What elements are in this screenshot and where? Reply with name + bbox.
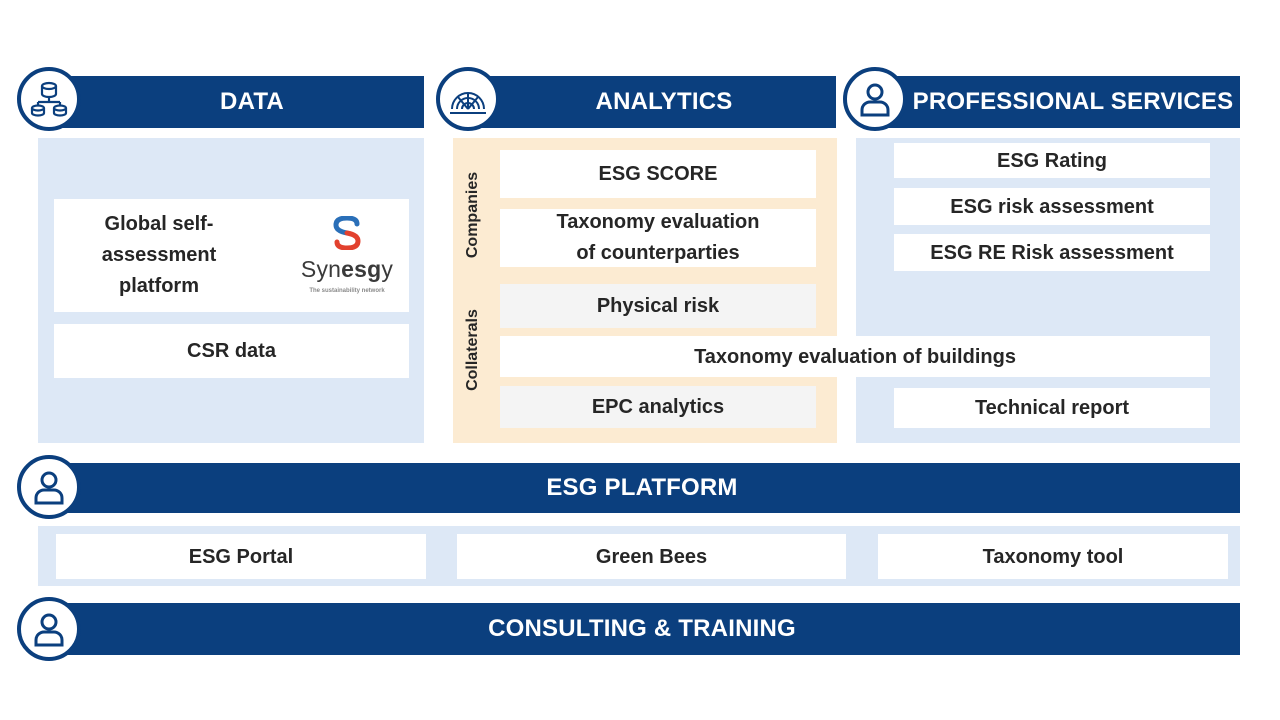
services-header-bar: PROFESSIONAL SERVICES [866,76,1240,128]
esg-rating-label: ESG Rating [996,149,1107,172]
data-header-circle [17,67,81,131]
esg-rating-box: ESG Rating [894,143,1210,178]
synesgy-s-icon [333,216,361,251]
taxonomy-counterparties-box: Taxonomy evaluation of counterparties [500,209,816,267]
platform-circle [17,455,81,519]
self-assessment-label: Global self- assessment platform [101,213,217,297]
consulting-circle [17,597,81,661]
collaterals-label: Collaterals [464,309,481,391]
epc-analytics-box: EPC analytics [500,386,816,428]
services-header-circle [843,67,907,131]
person-icon [34,613,64,647]
database-icon [30,81,68,117]
taxonomy-counterparties-label: Taxonomy evaluation of counterparties [556,211,760,264]
synesgy-tagline: The sustainability network [309,287,385,294]
esg-risk-assessment-box: ESG risk assessment [894,188,1210,225]
person-icon [860,83,890,117]
platform-bar: ESG PLATFORM [44,463,1240,513]
technical-report-label: Technical report [974,397,1130,419]
rainbow-chart-icon [450,92,486,114]
green-bees-box: Green Bees [457,534,846,579]
physical-risk-label: Physical risk [596,295,720,317]
self-assessment-box: Global self- assessment platform Synesgy… [54,199,409,312]
taxonomy-buildings-box: Taxonomy evaluation of buildings [500,336,1210,377]
synesgy-logo: Synesgy The sustainability network [292,213,402,299]
taxonomy-tool-box: Taxonomy tool [878,534,1228,579]
taxonomy-tool-label: Taxonomy tool [982,545,1124,568]
person-icon [34,471,64,505]
synesgy-wordmark: Synesgy [300,256,394,283]
consulting-title: CONSULTING & TRAINING [488,615,796,642]
data-header-title: DATA [220,88,284,115]
analytics-header-bar: ANALYTICS [462,76,836,128]
esg-score-box: ESG SCORE [500,150,816,198]
physical-risk-box: Physical risk [500,284,816,328]
esg-portal-box: ESG Portal [56,534,426,579]
analytics-header-title: ANALYTICS [595,88,733,115]
esg-re-risk-assessment-label: ESG RE Risk assessment [930,241,1174,264]
companies-label: Companies [464,171,481,259]
taxonomy-buildings-label: Taxonomy evaluation of buildings [694,345,1016,368]
green-bees-label: Green Bees [595,545,708,568]
consulting-bar: CONSULTING & TRAINING [44,603,1240,655]
esg-re-risk-assessment-box: ESG RE Risk assessment [894,234,1210,271]
analytics-header-circle [436,67,500,131]
technical-report-box: Technical report [894,388,1210,428]
esg-risk-assessment-label: ESG risk assessment [950,195,1154,218]
epc-analytics-label: EPC analytics [591,396,725,418]
data-header-bar: DATA [44,76,424,128]
platform-title: ESG PLATFORM [546,474,738,501]
esg-score-label: ESG SCORE [598,163,718,185]
csr-data-box: CSR data [54,324,409,378]
csr-data-label: CSR data [187,340,276,362]
services-header-title: PROFESSIONAL SERVICES [912,88,1234,115]
esg-portal-label: ESG Portal [188,545,294,568]
